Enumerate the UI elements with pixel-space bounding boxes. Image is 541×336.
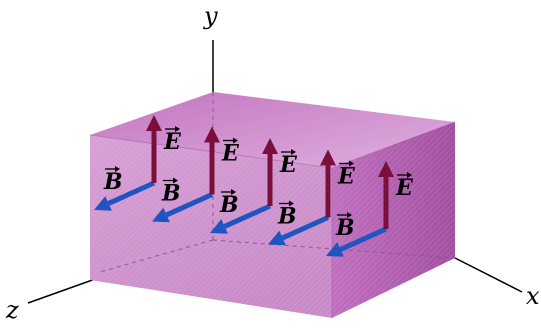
b-field-arrow	[268, 215, 330, 246]
e-field-arrow	[146, 115, 162, 183]
e-field-label: E	[163, 126, 182, 155]
box-top-face	[90, 92, 455, 168]
z-axis-line	[27, 277, 99, 304]
svg-text:B: B	[219, 192, 239, 218]
field-pair-5: EB	[326, 161, 414, 257]
svg-text:B: B	[335, 215, 355, 241]
z-axis-label: z	[5, 296, 19, 324]
y-axis-label: y	[203, 2, 218, 30]
e-field-arrow	[204, 126, 220, 195]
svg-text:B: B	[277, 204, 297, 230]
box-edges	[89, 121, 456, 318]
field-pair-3: EB	[210, 138, 298, 234]
svg-text:E: E	[395, 175, 414, 201]
svg-text:B: B	[161, 181, 181, 207]
b-field-label: B	[219, 189, 239, 218]
b-field-arrow	[210, 203, 272, 234]
x-axis-label: x	[526, 282, 540, 310]
field-pair-2: EB	[152, 126, 240, 223]
svg-text:B: B	[103, 169, 123, 195]
svg-text:E: E	[279, 152, 298, 178]
svg-text:E: E	[221, 141, 240, 167]
svg-text:E: E	[337, 164, 356, 190]
b-field-label: B	[103, 166, 123, 195]
b-field-arrow	[326, 226, 388, 257]
b-field-label: B	[161, 177, 181, 207]
b-field-arrow	[94, 180, 156, 211]
e-field-arrow	[378, 161, 394, 229]
b-field-label: B	[277, 200, 297, 230]
e-field-label: E	[279, 149, 298, 178]
e-field-label: E	[337, 160, 356, 190]
field-pair-4: EB	[268, 149, 356, 246]
b-field-label: B	[335, 212, 355, 241]
b-field-arrow	[152, 192, 214, 223]
svg-text:E: E	[163, 129, 182, 155]
field-pair-1: EB	[94, 115, 182, 211]
x-axis-line	[454, 257, 523, 293]
e-field-arrow	[320, 149, 336, 218]
box-side-hatch	[332, 122, 455, 318]
e-field-label: E	[221, 137, 240, 167]
e-field-arrow	[262, 138, 278, 206]
e-field-label: E	[395, 172, 414, 201]
